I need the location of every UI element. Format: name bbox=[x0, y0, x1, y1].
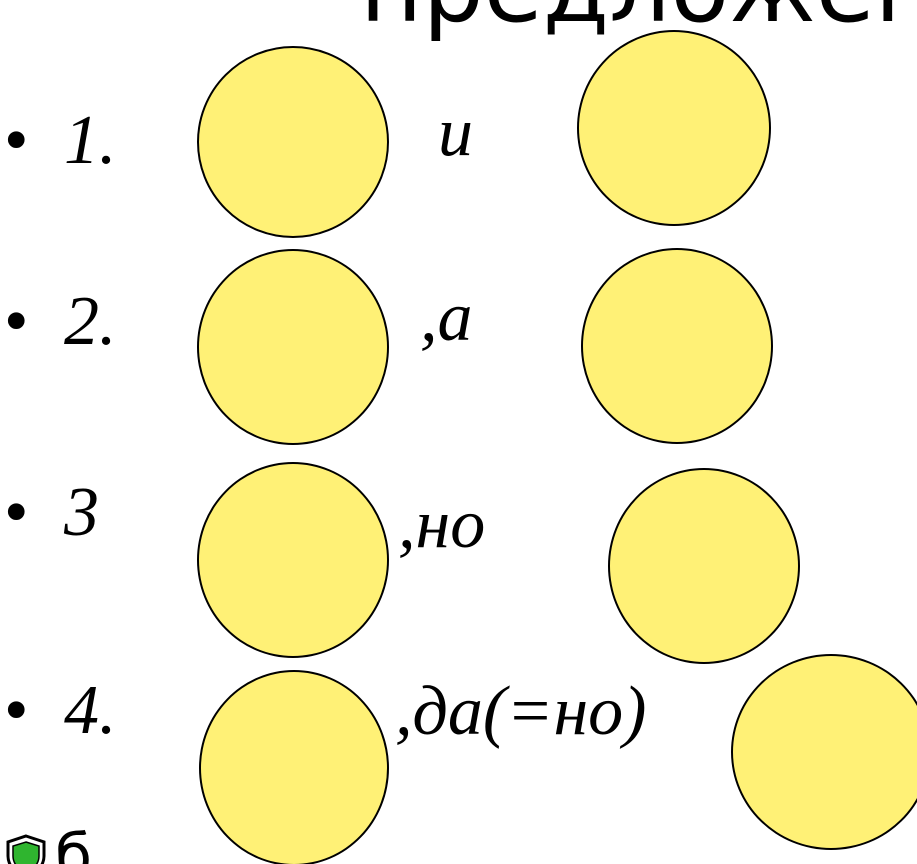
green-shield-icon bbox=[6, 834, 46, 864]
blank-circle-1a bbox=[197, 46, 389, 238]
bullet-glyph: • bbox=[4, 474, 29, 551]
footer-letter: б bbox=[55, 821, 93, 864]
blank-circle-1b bbox=[577, 30, 771, 226]
bullet-glyph: • bbox=[4, 283, 29, 360]
conjunction-2: ,а bbox=[420, 279, 473, 356]
conjunction-3: ,но bbox=[398, 486, 486, 563]
blank-circle-3a bbox=[197, 462, 389, 658]
item-number-2: 2. bbox=[64, 283, 117, 360]
item-number-3: 3 bbox=[64, 474, 99, 551]
item-number-1: 1. bbox=[64, 102, 117, 179]
item-number-4: 4. bbox=[64, 672, 117, 749]
blank-circle-4a bbox=[199, 670, 389, 864]
conjunction-1: и bbox=[438, 94, 473, 171]
blank-circle-2b bbox=[581, 248, 773, 444]
blank-circle-3b bbox=[608, 468, 800, 664]
bullet-glyph: • bbox=[4, 672, 29, 749]
slide-title: предложен bbox=[360, 0, 917, 36]
conjunction-4: ,да(=но) bbox=[395, 673, 647, 750]
blank-circle-2a bbox=[197, 249, 389, 445]
bullet-glyph: • bbox=[4, 102, 29, 179]
blank-circle-4b bbox=[731, 654, 917, 850]
